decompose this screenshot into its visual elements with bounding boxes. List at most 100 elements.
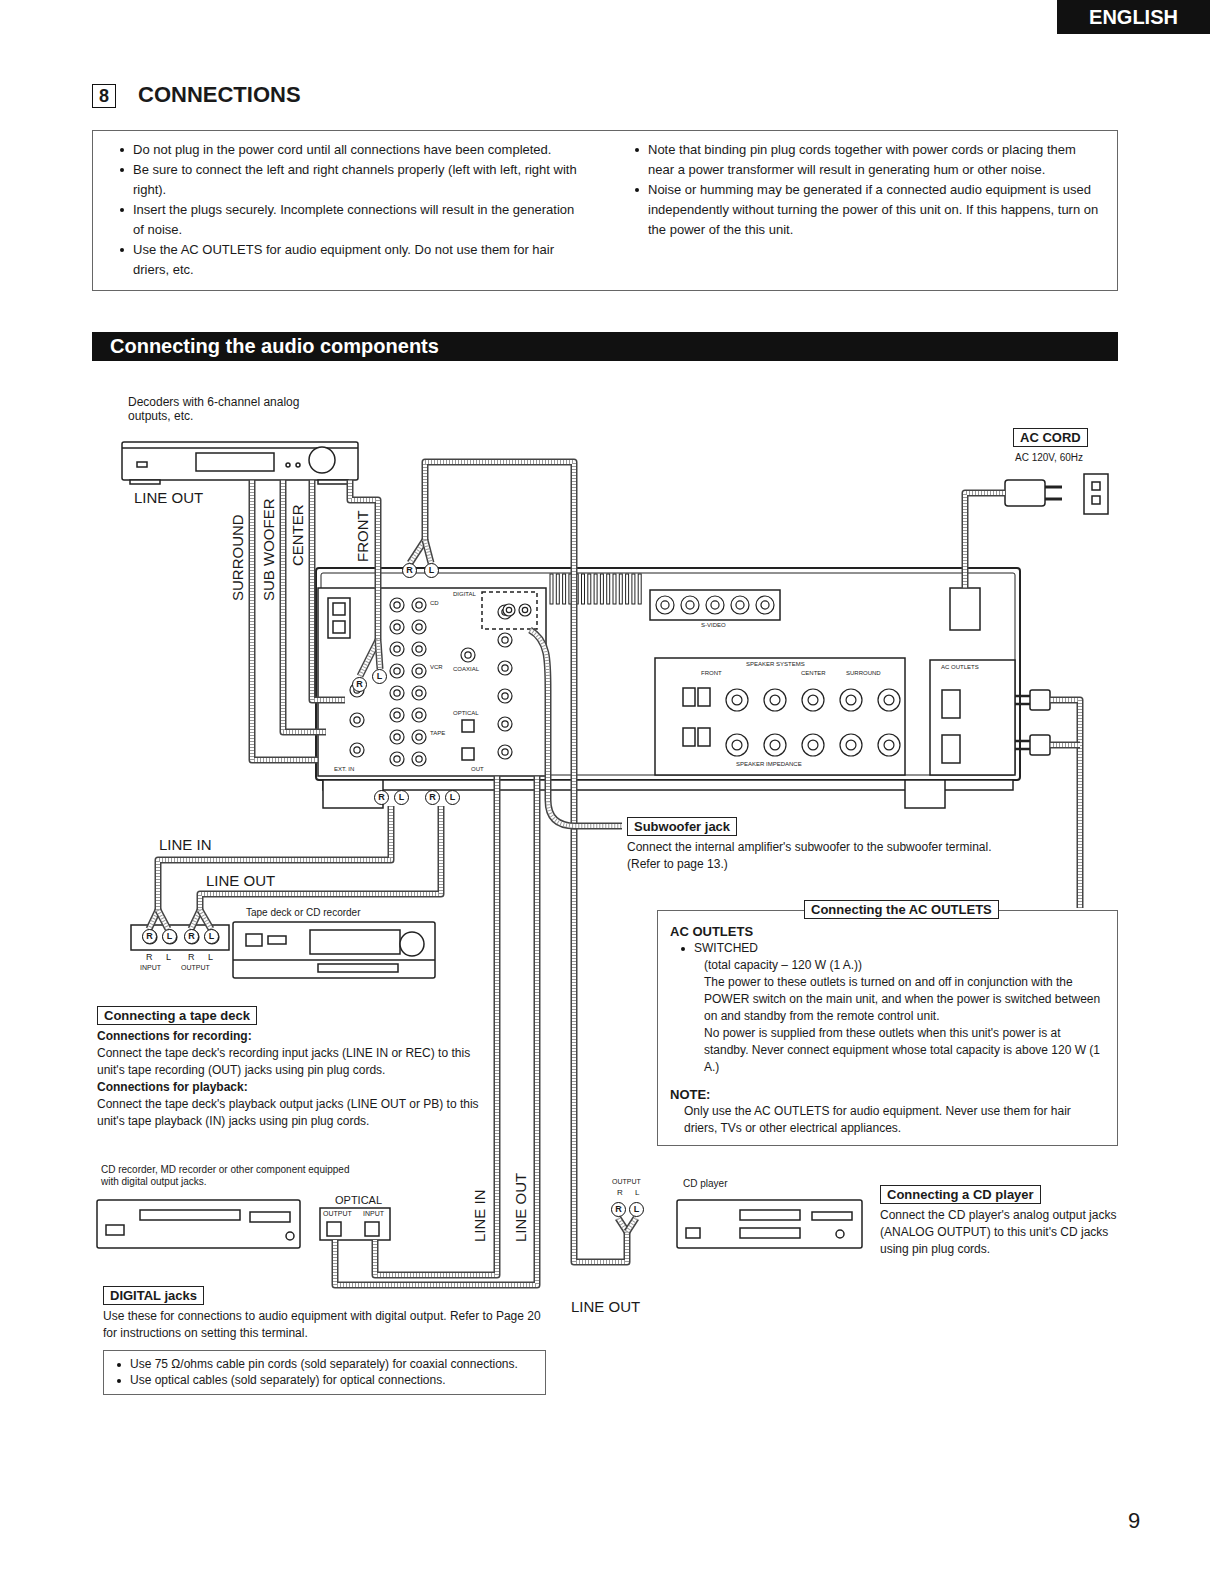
jack-core	[661, 601, 669, 609]
panel-label: COAXIAL	[452, 666, 480, 673]
text: DIGITAL jacks	[103, 1286, 204, 1305]
jack-symbol	[412, 730, 426, 744]
jack-label: L	[165, 952, 172, 962]
plug-letter: L	[162, 929, 177, 944]
jack-core	[394, 690, 400, 696]
cable-hatch	[627, 1218, 636, 1232]
signal-label: LINE OUT	[133, 489, 204, 506]
bullet-item: Do not plug in the power cord until all …	[117, 140, 586, 160]
info-panel: AC OUTLETSSWITCHED(total capacity – 120 …	[657, 910, 1118, 1146]
panel-label: SPEAKER SYSTEMS	[745, 661, 806, 668]
callout-box: Connecting a tape deckConnections for re…	[97, 1006, 482, 1130]
cable-core	[350, 480, 378, 640]
text: Do not plug in the power cord until all …	[133, 142, 551, 157]
speaker-terminal	[878, 734, 900, 756]
cable-outline	[350, 480, 378, 640]
vent-slot	[563, 574, 566, 604]
jack-core	[732, 740, 742, 750]
jack-core	[416, 734, 422, 740]
jack-core	[502, 693, 508, 699]
text: Use 75 Ω/ohms cable pin cords (sold sepa…	[130, 1357, 518, 1371]
cable-hatch	[425, 462, 627, 1262]
jack-core	[354, 747, 360, 753]
signal-label: LINE IN	[471, 1188, 488, 1243]
signal-label: SURROUND	[229, 513, 246, 602]
panel-label: CENTER	[800, 670, 827, 677]
jack-symbol	[503, 604, 515, 616]
text: No power is supplied from these outlets …	[704, 1025, 1105, 1076]
cable-outline	[158, 910, 168, 929]
s-video-jack	[731, 596, 749, 614]
jack-core	[711, 601, 719, 609]
plug-letter: L	[372, 669, 387, 684]
text-column: Note that binding pin plug cords togethe…	[632, 140, 1101, 280]
cable-core	[965, 493, 1005, 588]
cable-outline	[530, 630, 622, 826]
cable-core	[375, 776, 497, 1275]
jack-core	[354, 717, 360, 723]
text: Connecting the audio components	[110, 335, 439, 358]
cable-hatch	[200, 910, 211, 929]
device-caption: CD recorder, MD recorder or other compon…	[100, 1164, 367, 1187]
jack-label: OUTPUT	[611, 1178, 642, 1186]
jack-core	[416, 646, 422, 652]
text: Only use the AC OUTLETS for audio equipm…	[684, 1103, 1105, 1137]
jack-label: L	[207, 952, 214, 962]
cable-outline	[312, 480, 345, 700]
jack-symbol	[412, 620, 426, 634]
vent-slot	[550, 574, 553, 604]
jack-core	[846, 695, 856, 705]
speaker-terminal	[840, 734, 862, 756]
tape-jack	[143, 930, 157, 944]
note-box: Use 75 Ω/ohms cable pin cords (sold sepa…	[103, 1350, 546, 1395]
jack-core	[506, 607, 511, 612]
cable-outline	[425, 540, 431, 563]
signal-label: LINE OUT	[512, 1172, 529, 1243]
jack-symbol	[412, 642, 426, 656]
bullet-dot	[120, 248, 124, 252]
jack-symbol	[390, 708, 404, 722]
jack-label: OUTPUT	[322, 1210, 353, 1218]
speaker-terminal	[726, 689, 748, 711]
vent-slot	[613, 574, 616, 604]
bullet-item: SWITCHED	[678, 940, 1105, 957]
callout-box: AC CORDAC 120V, 60Hz	[1013, 428, 1123, 464]
bullet-item: Insert the plugs securely. Incomplete co…	[117, 200, 586, 240]
jack-core	[394, 624, 400, 630]
panel-label: TAPE	[429, 730, 446, 737]
jack-core	[502, 749, 508, 755]
jack-symbol	[390, 730, 404, 744]
vent-slot	[556, 574, 559, 604]
jack-symbol	[390, 620, 404, 634]
panel-label: EXT. IN	[333, 766, 355, 773]
section-title: CONNECTIONS	[138, 82, 301, 108]
bullet-dot	[681, 947, 685, 951]
device-caption: Tape deck or CD recorder	[245, 907, 362, 919]
panel-heading: Connecting the AC OUTLETS	[804, 900, 999, 919]
text: Connect the tape deck's playback output …	[97, 1096, 482, 1130]
text: Noise or humming may be generated if a c…	[648, 182, 1098, 237]
jack-symbol	[390, 642, 404, 656]
jack-symbol	[412, 664, 426, 678]
cable-outline	[425, 462, 627, 1262]
cable-outline	[965, 493, 1005, 588]
plug-letter: R	[142, 929, 157, 944]
bullet-item: Use 75 Ω/ohms cable pin cords (sold sepa…	[114, 1356, 535, 1372]
text: Use optical cables (sold separately) for…	[130, 1373, 446, 1387]
text: Connect the tape deck's recording input …	[97, 1045, 482, 1079]
jack-core	[732, 695, 742, 705]
jack-symbol	[390, 664, 404, 678]
jack-core	[416, 602, 422, 608]
text: Connections for recording:	[97, 1028, 482, 1045]
cable-hatch	[530, 630, 622, 826]
vent-slot	[582, 574, 585, 604]
jack-symbol	[412, 708, 426, 722]
jack-symbol	[350, 743, 364, 757]
text: Subwoofer jack	[627, 817, 737, 836]
jack-symbol	[390, 686, 404, 700]
cable-core	[425, 462, 627, 1262]
cable-hatch	[378, 640, 380, 669]
bullet-dot	[635, 148, 639, 152]
signal-label: LINE IN	[158, 836, 213, 853]
jack-core	[808, 740, 818, 750]
